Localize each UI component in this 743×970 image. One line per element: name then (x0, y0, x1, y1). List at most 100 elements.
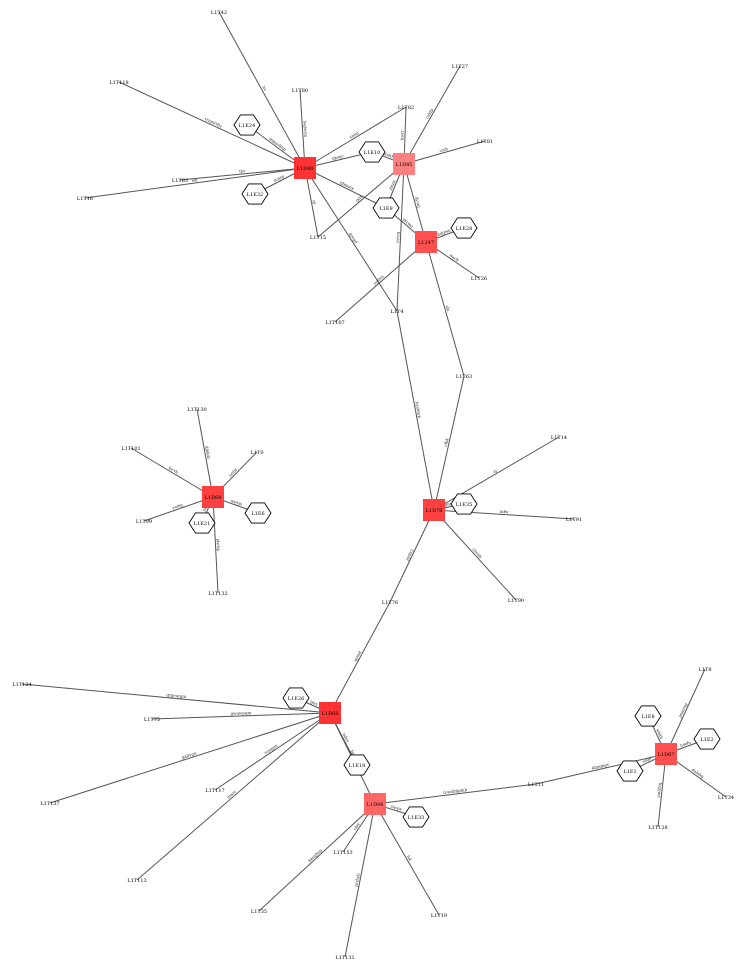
hub-node-L1D85[interactable]: L1D85 (393, 153, 415, 175)
hexagon-shape (241, 183, 269, 205)
hex-node-L1E18[interactable]: L1E18 (343, 754, 371, 776)
hexagon-shape (450, 217, 478, 239)
hub-node-L1247[interactable]: L1247 (415, 231, 437, 253)
hexagon-shape (358, 141, 386, 163)
node-L1T8[interactable]: L1T8 (698, 667, 711, 673)
node-L1T26[interactable]: L1T26 (471, 276, 487, 282)
hub-node-L1D68[interactable]: L1D68 (319, 702, 341, 724)
node-L1T99[interactable]: L1T99 (136, 519, 152, 525)
edge-L1D69-L1T132 (212, 496, 219, 594)
node-L1T0[interactable]: L1T0 (250, 450, 263, 456)
hub-node-label: L1247 (418, 240, 434, 246)
edge-label: nduv (342, 732, 351, 744)
node-L1T132[interactable]: L1T132 (208, 591, 227, 597)
edge-label: hdgwn (437, 227, 452, 237)
edge-label: qkwjc (331, 153, 344, 161)
edge-L1D78-L1T4 (396, 310, 435, 511)
hexagon-shape (244, 502, 272, 524)
edge-label: bwrr (399, 130, 404, 140)
node-L1T16[interactable]: L1T16 (77, 196, 93, 202)
hub-node-L1D40[interactable]: L1D40 (294, 157, 316, 179)
node-L1T14[interactable]: L1T14 (551, 435, 567, 441)
hub-node-L1D78[interactable]: L1D78 (423, 499, 445, 521)
hex-node-label: L1E8 (641, 714, 654, 720)
hex-node-L1E28[interactable]: L1E28 (450, 217, 478, 239)
hub-node-label: L1D68 (322, 711, 339, 717)
node-L1T131[interactable]: L1T131 (335, 955, 354, 961)
hex-node-L1E2[interactable]: L1E2 (693, 728, 721, 750)
hex-node-L1E9[interactable]: L1E9 (372, 197, 400, 219)
edge-label: lsk (406, 854, 413, 862)
edge-label: mfw (500, 509, 510, 515)
hexagon-shape (450, 493, 478, 515)
node-L1T75[interactable]: L1T75 (144, 717, 160, 723)
node-L1T137[interactable]: L1T137 (40, 801, 59, 807)
hub-square (364, 793, 386, 815)
hex-node-L1E21[interactable]: L1E21 (188, 512, 216, 534)
hexagon-shape (693, 728, 721, 750)
hex-node-L1E10[interactable]: L1E10 (358, 141, 386, 163)
hex-node-L1E8[interactable]: L1E8 (634, 705, 662, 727)
edge-L1D40-L1T83 (179, 167, 306, 181)
node-L1T128[interactable]: L1T128 (648, 825, 667, 831)
node-L1T42[interactable]: L1T42 (211, 10, 227, 16)
hub-node-label: L1D78 (426, 508, 443, 514)
node-L1T81[interactable]: L1T81 (477, 139, 493, 145)
edge-label: dmrv (226, 788, 238, 799)
edge-L1D68-L1T113 (136, 712, 331, 881)
hex-node-label: L1E1 (623, 769, 636, 775)
edge-L1D78-L1T63 (433, 375, 465, 511)
hex-node-label: L1E21 (194, 521, 211, 527)
node-L1T117[interactable]: L1T117 (205, 788, 224, 794)
node-L1T27[interactable]: L1T27 (452, 64, 468, 70)
node-L1T76[interactable]: L1T76 (382, 600, 398, 606)
node-L1T130[interactable]: L1T130 (187, 407, 206, 413)
hex-node-L1E1[interactable]: L1E1 (616, 760, 644, 782)
node-L1T90[interactable]: L1T90 (508, 598, 524, 604)
edge-label: zsi (201, 505, 208, 513)
edge-label: iprs (310, 699, 319, 707)
hex-node-L1E24[interactable]: L1E24 (233, 114, 261, 136)
hex-node-L1E33[interactable]: L1E33 (402, 806, 430, 828)
node-L1T82[interactable]: L1T82 (398, 105, 414, 111)
edge-L1D67-L1T8 (665, 668, 706, 755)
node-L1T4[interactable]: L1T4 (390, 309, 403, 315)
hub-node-L1D69[interactable]: L1D69 (202, 486, 224, 508)
node-L1T15[interactable]: L1T15 (310, 235, 326, 241)
edge-label: vixh (438, 146, 449, 153)
hub-node-L1D67[interactable]: L1D67 (655, 743, 677, 765)
node-L1T101[interactable]: L1T101 (121, 446, 140, 452)
node-L1T153[interactable]: L1T153 (333, 850, 352, 856)
edge-L1D85-L1T4 (396, 163, 405, 312)
hex-node-L1E26[interactable]: L1E26 (282, 687, 310, 709)
node-L1T118[interactable]: L1T118 (109, 80, 128, 86)
node-L1T124[interactable]: L1T124 (12, 682, 31, 688)
node-L1T11[interactable]: L1T11 (528, 782, 544, 788)
edge-L1D68-L1T137 (49, 712, 331, 804)
node-L1T83[interactable]: L1T83 (172, 178, 188, 184)
node-L1T91[interactable]: L1T91 (566, 517, 582, 523)
edge-label: kbpqnps (591, 762, 609, 771)
edge-label: djbkdz (204, 445, 211, 459)
edge-label: rjbmmx (339, 180, 356, 192)
hexagon-shape (372, 197, 400, 219)
node-L1T107[interactable]: L1T107 (325, 320, 344, 326)
node-L1T34[interactable]: L1T34 (718, 795, 734, 801)
edge-L1D68-L1T75 (151, 712, 331, 720)
node-L1T63[interactable]: L1T63 (456, 374, 472, 380)
hub-node-label: L1D85 (396, 162, 413, 168)
node-L1T19[interactable]: L1T19 (431, 913, 447, 919)
edge-label: wacb (448, 252, 460, 262)
edge-label: ozhfp (424, 107, 434, 120)
edge-label: leqlwrm (302, 120, 308, 137)
hex-node-L1E6[interactable]: L1E6 (244, 502, 272, 524)
node-L1T35[interactable]: L1T35 (251, 909, 267, 915)
node-L1T113[interactable]: L1T113 (127, 878, 146, 884)
hex-node-L1E35[interactable]: L1E35 (450, 493, 478, 515)
node-L1T80[interactable]: L1T80 (292, 88, 308, 94)
edge-L1D78-L1T76 (389, 509, 435, 603)
hub-node-L1D06[interactable]: L1D06 (364, 793, 386, 815)
hex-node-L1E32[interactable]: L1E32 (241, 183, 269, 205)
